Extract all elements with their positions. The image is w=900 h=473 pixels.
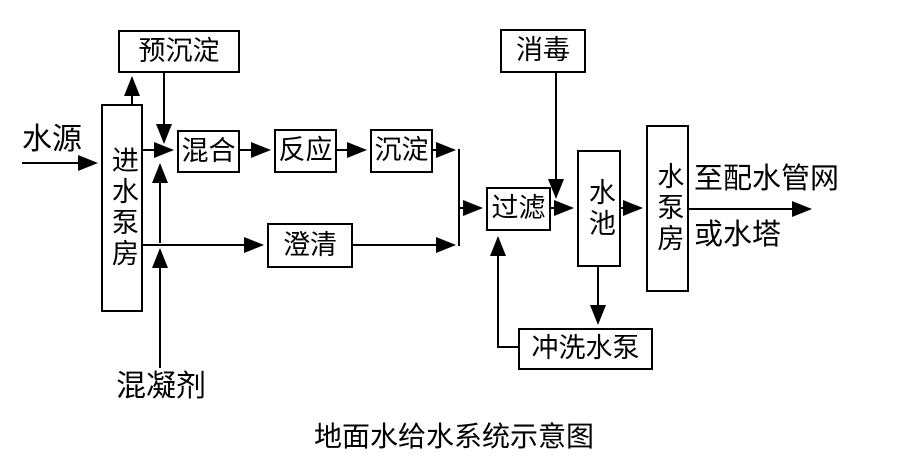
or-water-tower-label: 或水塔 bbox=[694, 219, 782, 251]
node-reaction: 反应 bbox=[274, 129, 337, 173]
node-pre-sedimentation: 预沉淀 bbox=[118, 30, 240, 73]
node-clear-water-tank: 水池 bbox=[577, 150, 621, 267]
node-disinfection-label: 消毒 bbox=[516, 35, 570, 66]
node-clear-water-tank-label: 水池 bbox=[584, 177, 615, 240]
water-source-label: 水源 bbox=[22, 123, 82, 156]
node-filtration: 过滤 bbox=[486, 187, 551, 231]
node-pump-house: 水泵房 bbox=[646, 125, 689, 292]
node-pump-house-label: 水泵房 bbox=[653, 162, 684, 255]
node-clarification: 澄清 bbox=[267, 223, 353, 268]
node-backwash-pump: 冲洗水泵 bbox=[518, 328, 653, 370]
node-sedimentation: 沉淀 bbox=[370, 129, 433, 173]
arrow-backwash-to-filtration bbox=[490, 236, 518, 348]
coagulant-label: 混凝剂 bbox=[116, 370, 206, 403]
node-filtration-label: 过滤 bbox=[491, 193, 546, 224]
node-intake-pump-house: 进水泵房 bbox=[101, 104, 143, 312]
node-intake-pump-house-label: 进水泵房 bbox=[107, 146, 138, 270]
node-clarification-label: 澄清 bbox=[283, 229, 337, 260]
node-backwash-pump-label: 冲洗水泵 bbox=[531, 333, 640, 364]
node-pre-sedimentation-label: 预沉淀 bbox=[138, 35, 220, 66]
node-reaction-label: 反应 bbox=[278, 135, 333, 166]
node-disinfection: 消毒 bbox=[500, 29, 586, 73]
to-distribution-network-label: 至配水管网 bbox=[694, 163, 840, 195]
diagram-title: 地面水给水系统示意图 bbox=[314, 422, 595, 453]
node-sedimentation-label: 沉淀 bbox=[374, 135, 429, 166]
node-mixing-label: 混合 bbox=[181, 135, 236, 166]
node-mixing: 混合 bbox=[177, 130, 240, 173]
